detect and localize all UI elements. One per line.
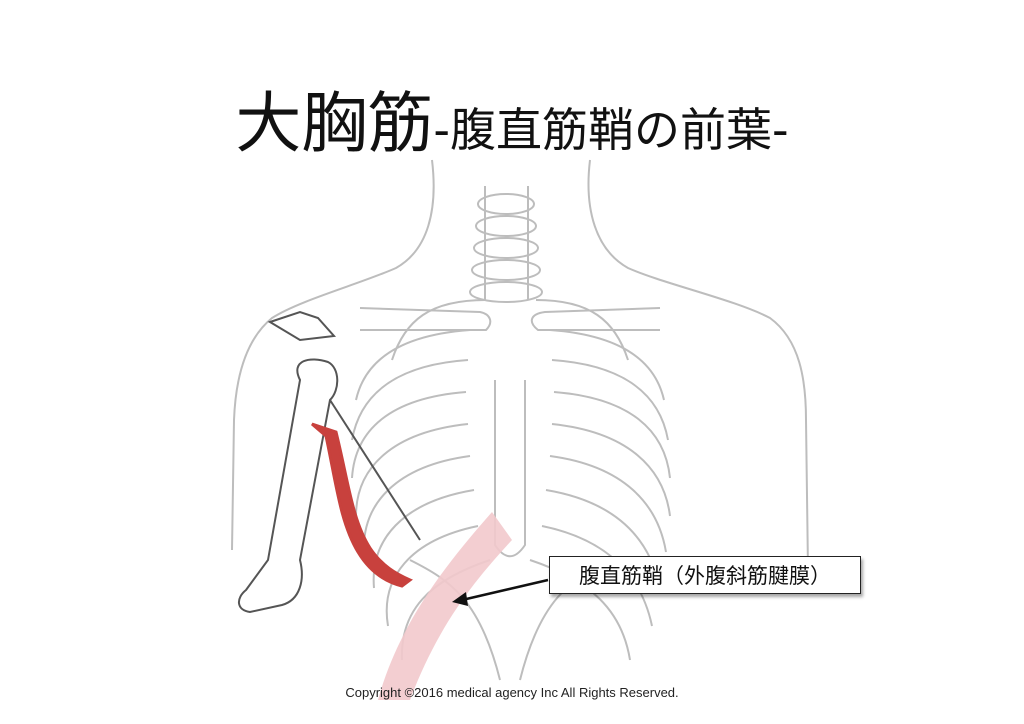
rectus-sheath-label: 腹直筋鞘（外腹斜筋腱膜） — [549, 556, 861, 594]
pectoralis-major-muscle — [311, 422, 413, 588]
cervical-spine — [469, 186, 543, 303]
body-silhouette — [231, 159, 809, 571]
rectus-sheath-band — [378, 512, 512, 700]
humerus-and-scapula — [238, 310, 421, 614]
callout-arrow — [452, 578, 549, 606]
clavicles — [359, 307, 661, 331]
title-sub: -腹直筋鞘の前葉- — [433, 103, 789, 157]
copyright-footer: Copyright ©2016 medical agency Inc All R… — [345, 685, 679, 700]
title-main: 大胸筋 — [235, 85, 434, 162]
rib-cage — [351, 299, 671, 681]
page-title: 大胸筋-腹直筋鞘の前葉- — [0, 70, 1024, 166]
